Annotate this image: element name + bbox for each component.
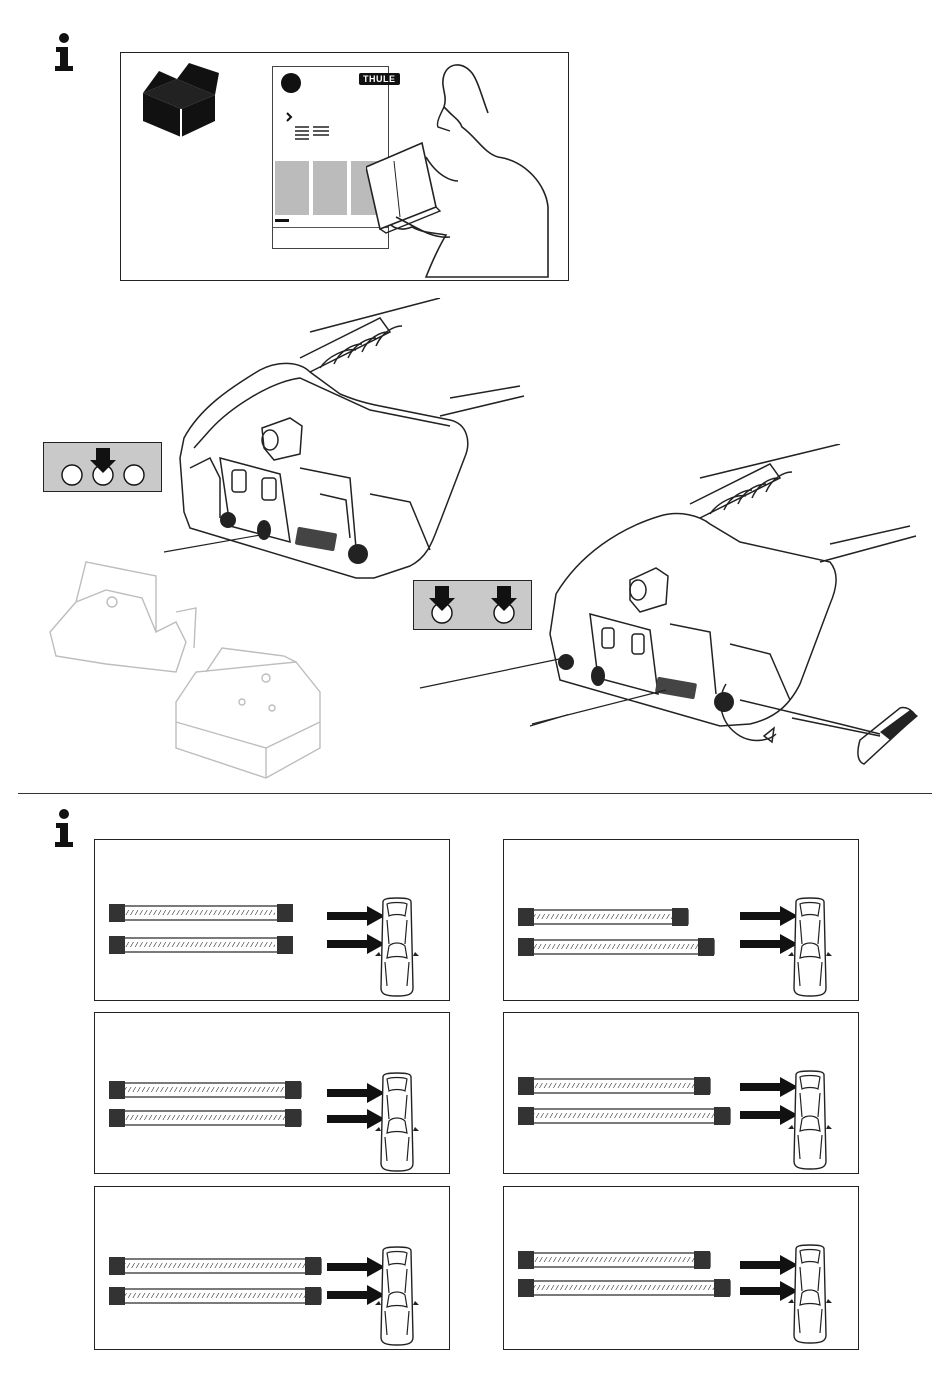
arrow-down-icon — [90, 448, 116, 473]
manual-box-panel: THULE — [120, 52, 569, 281]
info-icon — [52, 32, 76, 72]
position-panel-1 — [94, 839, 450, 1001]
foot-pads-outline — [46, 552, 346, 784]
info-icon-positions — [52, 808, 76, 848]
roof-bar — [109, 904, 293, 922]
manual-text-lines — [285, 111, 335, 141]
person-reading-icon — [366, 57, 566, 279]
position-panel-6 — [503, 1186, 859, 1350]
manual-warning-box-2 — [313, 161, 347, 215]
two-hole-indicator — [413, 580, 532, 630]
position-panel-3 — [94, 1012, 450, 1174]
box-icon — [137, 59, 227, 139]
section-divider — [18, 793, 932, 794]
position-panel-2 — [503, 839, 859, 1001]
leader-line-upper — [162, 530, 272, 554]
manual-page-number-dot — [281, 73, 301, 93]
three-hole-indicator — [43, 442, 162, 492]
position-panel-4 — [503, 1012, 859, 1174]
manual-footer-mark — [275, 219, 289, 222]
hex-key-icon — [880, 710, 918, 740]
leader-line-lower-2 — [530, 686, 670, 726]
manual-warning-box-1 — [275, 161, 309, 215]
position-panel-5 — [94, 1186, 450, 1350]
